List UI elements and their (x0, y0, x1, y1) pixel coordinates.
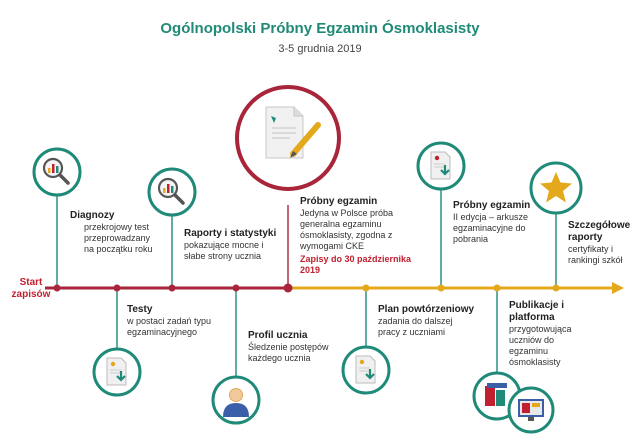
timeline-dot (493, 284, 501, 292)
milestone-text: pokazujące mocne i słabe strony ucznia (184, 240, 264, 261)
timeline-dot (283, 283, 293, 293)
milestone-label-diagnozy: Diagnozy przekrojowy test przeprowadzany… (70, 210, 158, 255)
milestone-heading: Próbny egzamin (453, 200, 531, 211)
milestone-heading: Profil ucznia (248, 330, 308, 341)
start-label: Start zapisów (11, 277, 51, 300)
milestone-heading: Publikacje i platforma (509, 300, 565, 323)
milestone-text: Jedyna w Polsce próba generalna egzaminu… (300, 208, 394, 251)
page-subtitle: 3-5 grudnia 2019 (278, 43, 362, 55)
milestone-text: Śledzenie postępów każdego ucznia (248, 342, 329, 363)
milestone-heading: Testy (127, 304, 153, 315)
milestone-label-raporty: Raporty i statystyki pokazujące mocne i … (184, 228, 284, 262)
milestone-label-plan: Plan powtórzeniowy zadania do dalszej pr… (378, 304, 478, 338)
milestone-text: przygotowująca uczniów do egzaminu ósmok… (509, 324, 572, 367)
milestone-label-probny-2: Próbny egzamin II edycja – arkusze egzam… (453, 200, 543, 245)
timeline-dot (168, 284, 176, 292)
timeline-dot (437, 284, 445, 292)
milestone-text: w postaci zadań typu egzaminacyjnego (127, 316, 212, 337)
star-icon (529, 161, 583, 215)
milestone-heading: Diagnozy (70, 210, 115, 221)
document-download-icon (92, 347, 142, 397)
milestone-highlight: Zapisy do 30 października 2019 (300, 254, 412, 275)
document-download-icon (341, 345, 391, 395)
user-icon (211, 375, 261, 425)
milestone-heading: Szczegółowe raporty (568, 220, 631, 243)
milestone-label-testy: Testy w postaci zadań typu egzaminacyjne… (127, 304, 222, 338)
timeline-dot (552, 284, 560, 292)
timeline-dot (362, 284, 370, 292)
page-title: Ogólnopolski Próbny Egzamin Ósmoklasisty (160, 20, 480, 37)
milestone-heading: Próbny egzamin (300, 196, 378, 207)
monitor-icon (472, 371, 555, 434)
document-download-icon (416, 141, 466, 191)
chart-magnifier-icon (32, 147, 82, 197)
chart-magnifier-icon (147, 167, 197, 217)
milestone-label-probny-egzamin: Próbny egzamin Jedyna w Polsce próba gen… (300, 196, 432, 276)
timeline-dot (113, 284, 121, 292)
milestone-label-profil: Profil ucznia Śledzenie postępów każdego… (248, 330, 330, 364)
timeline-dot (232, 284, 240, 292)
milestone-heading: Plan powtórzeniowy (378, 304, 475, 315)
document-pen-icon (235, 85, 341, 191)
timeline-arrowhead (612, 282, 624, 294)
milestone-text: II edycja – arkusze egzaminacyjne do pob… (453, 212, 529, 244)
milestone-heading: Raporty i statystyki (184, 228, 277, 239)
milestone-text: certyfikaty i rankingi szkół (568, 244, 623, 265)
timeline-dot (53, 284, 61, 292)
milestone-text: zadania do dalszej pracy z uczniami (378, 316, 453, 337)
milestone-text: przekrojowy test przeprowadzany na począ… (84, 222, 153, 254)
milestone-label-szczegolowe: Szczegółowe raporty certyfikaty i rankin… (568, 220, 638, 266)
milestone-label-publikacje: Publikacje i platforma przygotowująca uc… (509, 300, 587, 368)
